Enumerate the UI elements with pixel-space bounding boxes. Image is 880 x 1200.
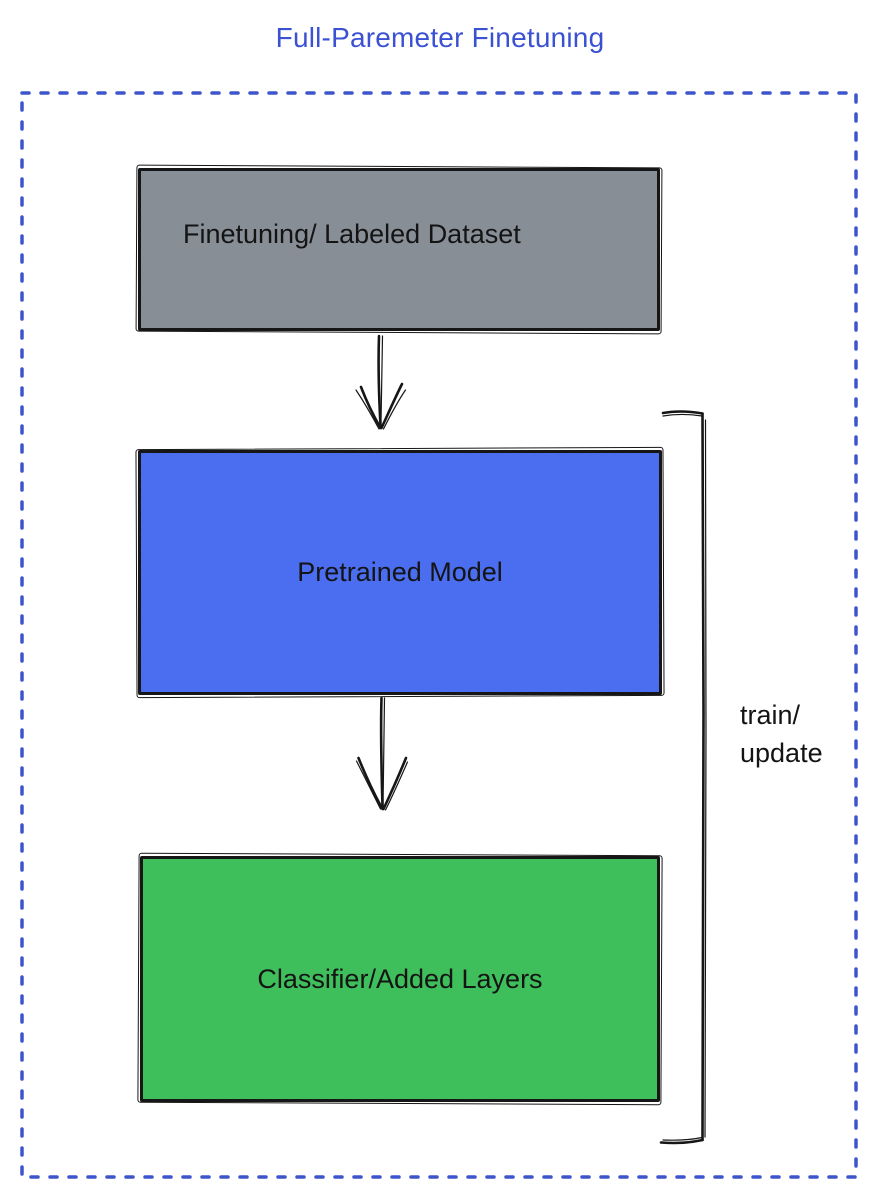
box-pretrained-model: Pretrained Model bbox=[138, 450, 662, 695]
bracket-label: train/ update bbox=[740, 696, 823, 772]
train-update-bracket bbox=[659, 410, 707, 1145]
diagram-title: Full-Paremeter Finetuning bbox=[275, 22, 605, 53]
box-classifier-added-layers: Classifier/Added Layers bbox=[140, 856, 660, 1102]
box-finetuning-dataset: Finetuning/ Labeled Dataset bbox=[138, 168, 660, 331]
box-finetuning-dataset-label: Finetuning/ Labeled Dataset bbox=[183, 219, 521, 249]
box-classifier-added-layers-label: Classifier/Added Layers bbox=[257, 963, 543, 994]
arrow-pretrained-to-classifier-icon bbox=[355, 696, 409, 811]
bracket-label-line2: update bbox=[740, 738, 823, 768]
arrow-dataset-to-pretrained-icon bbox=[355, 334, 407, 430]
box-pretrained-model-label: Pretrained Model bbox=[297, 557, 503, 587]
bracket-label-line1: train/ bbox=[740, 700, 801, 730]
